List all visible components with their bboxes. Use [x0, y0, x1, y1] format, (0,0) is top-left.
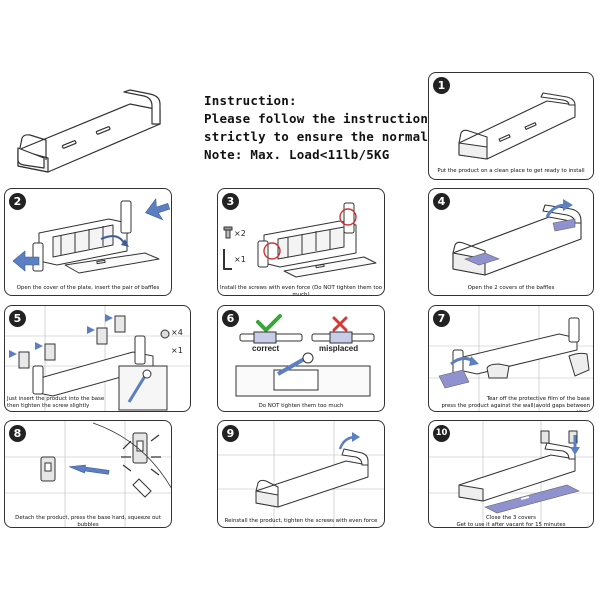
step-3-number: 3: [222, 193, 239, 210]
film-right: [552, 218, 576, 232]
step-2-illustration: [12, 198, 171, 274]
film-peel: [438, 369, 470, 389]
instruction-line-2: strictly to ensure the normal use.: [204, 129, 467, 144]
instruction-heading: Instruction:: [204, 93, 297, 108]
step-6-number: 6: [222, 310, 239, 327]
step-2-panel: 2 Open the cover of the plate, insert th…: [4, 188, 172, 296]
film-left: [464, 252, 500, 266]
hex-wrench-icon: [223, 249, 232, 270]
step-7-caption: Tear off the protective film of the base…: [441, 396, 590, 411]
step-8-number: 8: [9, 425, 26, 442]
step-3-illustration: [223, 202, 377, 278]
step-5-wrench-qty: ×1: [171, 346, 183, 355]
step-6-illustration: [235, 314, 375, 397]
step-4-caption: Open the 2 covers of the baffles: [467, 285, 555, 291]
instruction-line-3: Note: Max. Load<11lb/5KG: [204, 147, 390, 162]
step-6-caption: Do NOT tighten them too much: [258, 403, 344, 409]
step-2-arrow-icon: [145, 198, 171, 221]
step-8-illustration: [5, 421, 171, 527]
cross-icon: [332, 316, 348, 332]
nut-icon: [160, 329, 170, 339]
step-6-panel: 6 correct misplaced Do NOT tighten them …: [217, 305, 385, 412]
step-1-illustration: [458, 92, 576, 160]
step-5-panel: 5 ×4 ×1 Just insert the product into the…: [4, 305, 191, 412]
step-4-number: 4: [433, 193, 450, 210]
step-7-illustration: [429, 306, 593, 411]
step-9-caption: Reinstall the product, tighten the screw…: [224, 518, 378, 524]
screws-icon: [223, 226, 233, 239]
film-bottom: [484, 484, 580, 514]
step-5-number: 5: [9, 310, 26, 327]
step-3-screws-qty: ×2: [234, 229, 246, 238]
step-8-arrow-icon: [69, 464, 110, 475]
check-icon: [256, 314, 282, 333]
highlight-circle-left: [263, 242, 281, 260]
step-2-caption: Open the cover of the plate, insert the …: [16, 285, 160, 291]
step-9-panel: 9 Reinstall the product, tighten the scr…: [217, 420, 385, 528]
step-3-wrench-qty: ×1: [234, 255, 246, 264]
step-5-caption: Just insert the product into the base th…: [7, 396, 105, 409]
step-10-panel: 10 Close the 3 covers Get to use it afte…: [428, 420, 594, 528]
step-9-number: 9: [222, 425, 239, 442]
step-9-illustration: [218, 421, 384, 527]
step-8-panel: 8 Detach the product, press the base har…: [4, 420, 172, 528]
step-4-panel: 4 Open the 2 covers of the baffles: [428, 188, 594, 296]
step-3-caption: Install the screws with even force (Do N…: [219, 285, 383, 296]
step-10-illustration: [429, 421, 593, 527]
step-5-illustration: [5, 306, 190, 411]
step-1-number: 1: [433, 77, 450, 94]
step-3-panel: 3 ×2 ×1 Install the screws with even for…: [217, 188, 385, 296]
step-7-number: 7: [433, 310, 450, 327]
step-1-panel: 1 Put the product on a clean place to ge…: [428, 72, 594, 180]
step-10-caption: Close the 3 covers Get to use it after v…: [456, 515, 566, 528]
step-1-caption: Put the product on a clean place to get …: [437, 168, 585, 174]
step-6-misplaced-label: misplaced: [319, 344, 359, 353]
step-4-illustration: [452, 199, 582, 276]
instruction-line-1: Please follow the instruction: [204, 111, 429, 126]
step-2-number: 2: [9, 193, 26, 210]
highlight-circle-right: [339, 208, 357, 226]
step-7-panel: 7 Tear off the protective film of the ba…: [428, 305, 594, 412]
instruction-text: Instruction: Please follow the instructi…: [204, 92, 467, 164]
step-10-number: 10: [433, 425, 450, 442]
step-5-nuts-qty: ×4: [171, 328, 183, 337]
step-8-caption: Detach the product, press the base hard,…: [15, 515, 161, 528]
step-6-correct-label: correct: [252, 344, 280, 353]
